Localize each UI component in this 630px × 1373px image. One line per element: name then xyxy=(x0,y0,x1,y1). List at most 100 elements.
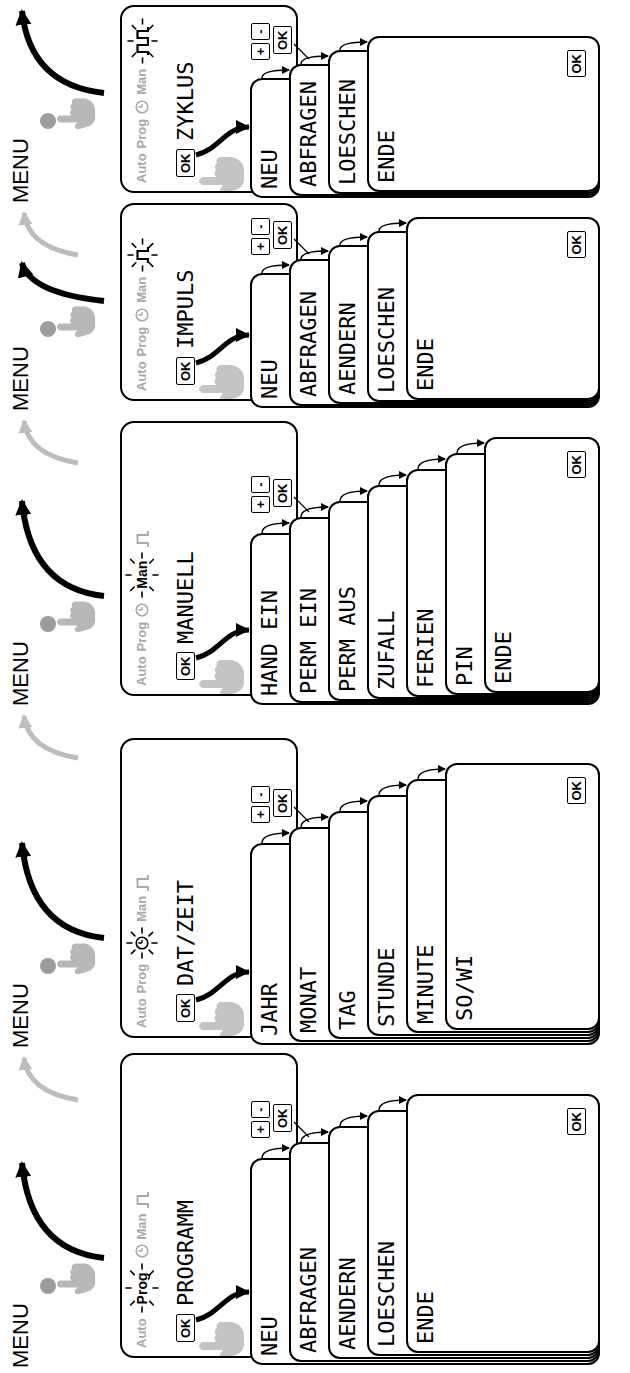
blink-ray xyxy=(152,942,157,944)
button-label: + xyxy=(253,500,268,509)
button-label: OK xyxy=(178,154,193,174)
mode-item xyxy=(136,1193,149,1209)
ok-button: OK xyxy=(176,653,195,681)
ok-button: OK xyxy=(567,231,586,259)
step-arrow xyxy=(301,1132,328,1142)
mode-label: Auto xyxy=(134,1318,150,1348)
select-arrow xyxy=(196,127,249,155)
blink-ray xyxy=(149,243,153,247)
mode-icon-row: AutoProgMan xyxy=(134,875,150,1028)
blink-ray xyxy=(152,254,157,256)
clock-icon xyxy=(135,100,149,114)
card-label: ZUFALL xyxy=(374,611,400,690)
menu-label: MENU xyxy=(8,983,34,1048)
menu-label: MENU xyxy=(8,138,34,203)
mode-item: Prog xyxy=(134,119,150,149)
select-arrow xyxy=(196,335,249,363)
blink-ray xyxy=(150,559,154,563)
step-arrow xyxy=(340,801,367,811)
mode-item: Prog xyxy=(134,327,150,357)
mode-label: Auto xyxy=(134,153,150,183)
next-mode-arrow xyxy=(24,716,78,758)
hand-icon xyxy=(199,157,244,193)
pulse-icon xyxy=(136,531,149,547)
clock-face xyxy=(136,604,148,616)
blink-ray xyxy=(141,19,143,24)
mode-icon-row: AutoProgMan xyxy=(134,238,150,391)
active-mode: Prog xyxy=(134,1273,150,1305)
mode-item: Auto xyxy=(134,1318,150,1348)
button-label: - xyxy=(253,27,268,36)
step-arrow xyxy=(340,237,367,245)
panel-title: ZYKLUS xyxy=(173,62,199,141)
mode-label: Auto xyxy=(134,998,150,1028)
next-mode-arrow xyxy=(24,421,78,463)
menu-label: MENU xyxy=(8,346,34,411)
step-arrow xyxy=(340,1116,367,1126)
ok-button: OK xyxy=(273,790,292,818)
ok-button: OK xyxy=(273,222,292,250)
mode-item xyxy=(135,100,149,114)
hand-icon xyxy=(199,365,244,401)
hand-icon xyxy=(57,99,95,130)
button-label: OK xyxy=(275,484,290,504)
plus-button: + xyxy=(251,1121,270,1138)
step-arrow xyxy=(301,817,328,827)
menu-button xyxy=(40,616,56,632)
card-label: ENDE xyxy=(413,338,439,391)
mode-icon-row: Auto Prog Man xyxy=(134,1193,150,1349)
hand-icon xyxy=(199,1322,244,1358)
mode-item: Man xyxy=(134,896,150,922)
button-label: OK xyxy=(569,455,584,475)
button-label: OK xyxy=(569,1112,584,1132)
mode-label: Man xyxy=(134,69,150,95)
minus-button: - xyxy=(251,476,270,493)
menu-arrow xyxy=(22,843,104,938)
mode-label: Auto xyxy=(134,656,150,686)
plus-button: + xyxy=(251,806,270,823)
mode-item xyxy=(136,875,149,891)
card-label: LOESCHEN xyxy=(374,287,400,393)
blink-ray xyxy=(149,950,153,954)
clock-icon xyxy=(135,1245,149,1259)
blink-ray xyxy=(126,1288,131,1290)
blink-ray xyxy=(131,559,135,563)
menu-card: ENDE OK xyxy=(406,217,600,400)
card-label: ABFRAGEN xyxy=(296,291,322,397)
clock-hands xyxy=(138,104,142,107)
plus-button: + xyxy=(251,43,270,60)
step-arrow xyxy=(262,523,289,533)
step-arrow xyxy=(379,785,406,795)
mode-label: Man xyxy=(134,896,150,922)
blink-ray xyxy=(132,25,136,29)
button-label: - xyxy=(253,1105,268,1114)
step-arrow xyxy=(301,251,328,259)
menu-card: ENDEOK xyxy=(406,1094,600,1353)
ok-button: OK xyxy=(567,451,586,479)
mode-item xyxy=(136,531,149,547)
clock-hands xyxy=(138,940,142,943)
ok-button: OK xyxy=(567,1108,586,1136)
card-label: NEU xyxy=(257,359,283,399)
panel-title: PROGRAMM xyxy=(173,1200,199,1306)
hand-icon xyxy=(199,660,244,696)
pulse-shape xyxy=(137,247,148,263)
card-label: ENDE xyxy=(491,631,517,684)
hand-icon xyxy=(57,1264,95,1295)
card-label: LOESCHEN xyxy=(335,79,361,185)
pulse-icon xyxy=(136,1193,149,1209)
menu-arrow xyxy=(22,11,104,93)
minus-button: - xyxy=(251,1101,270,1118)
mode-item: Auto xyxy=(134,153,150,183)
blink-ray xyxy=(153,1288,158,1290)
ok-button: OK xyxy=(567,777,586,805)
button-label: - xyxy=(253,480,268,489)
menu-button xyxy=(40,1278,56,1294)
card-label: ABFRAGEN xyxy=(296,1247,322,1353)
menu-card: ENDEOK xyxy=(367,36,600,192)
mode-label: Man xyxy=(134,1214,150,1240)
blink-ray xyxy=(141,1307,143,1312)
step-arrow xyxy=(262,265,289,273)
step-arrow xyxy=(301,507,328,517)
